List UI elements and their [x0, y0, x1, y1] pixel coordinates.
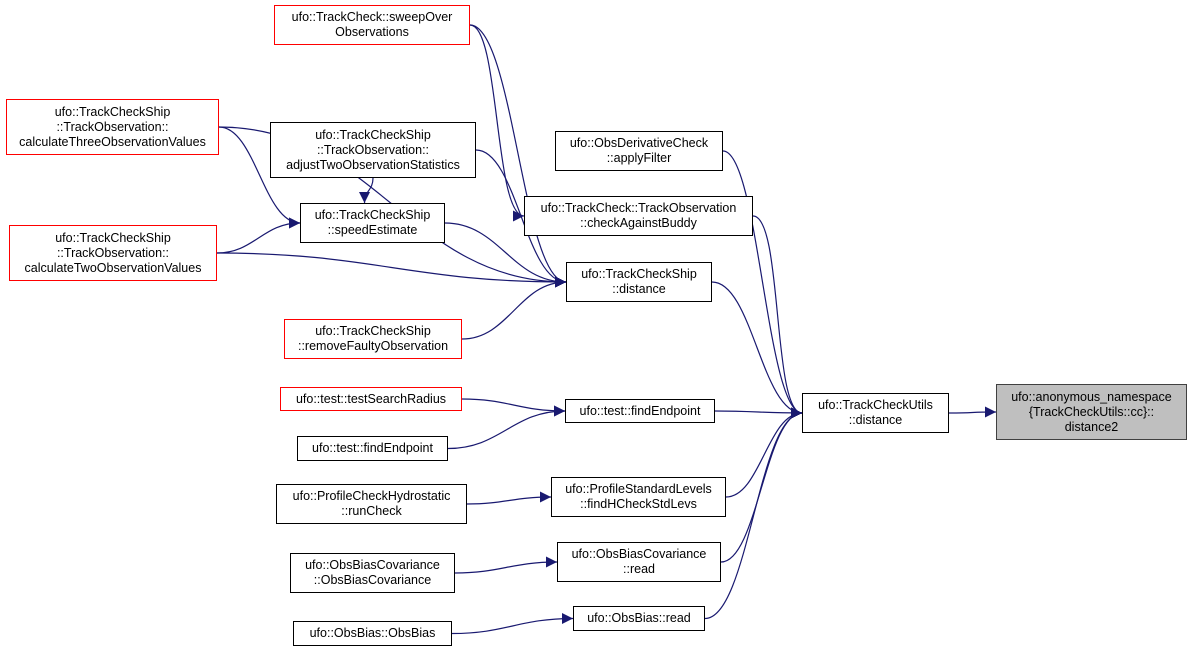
call-edge-tcu_distance-to-distance2 — [948, 406, 997, 418]
node-label-line: calculateThreeObservationValues — [19, 134, 206, 149]
node-calculate-three-observation-values[interactable]: ufo::TrackCheckShip ::TrackObservation::… — [6, 99, 219, 155]
call-edge-calc_two-to-speed_est — [216, 217, 301, 254]
call-edge-calc_two-to-tcs_distance — [216, 252, 567, 288]
node-label-line: ::distance — [612, 282, 666, 296]
node-label-line: ::ObsBiasCovariance — [313, 573, 432, 587]
node-label-line: ::checkAgainstBuddy — [580, 216, 697, 230]
call-edge-adjust_two-to-speed_est — [359, 177, 374, 204]
node-trackcheckship-distance[interactable]: ufo::TrackCheckShip ::distance — [566, 262, 712, 302]
node-label-line: ::TrackObservation:: — [56, 245, 170, 260]
node-speed-estimate[interactable]: ufo::TrackCheckShip ::speedEstimate — [300, 203, 445, 243]
node-label-line: ufo::TrackCheckShip — [581, 267, 697, 281]
node-obs-derivative-check-apply-filter[interactable]: ufo::ObsDerivativeCheck ::applyFilter — [555, 131, 723, 171]
node-obs-bias-read[interactable]: ufo::ObsBias::read — [573, 606, 705, 631]
call-edge-sweep_over-to-check_buddy — [469, 24, 525, 222]
node-label-line: ::findHCheckStdLevs — [580, 497, 697, 511]
node-trackcheckutils-distance[interactable]: ufo::TrackCheckUtils ::distance — [802, 393, 949, 433]
call-edge-prof_hydro-to-prof_std — [466, 491, 552, 505]
node-check-against-buddy[interactable]: ufo::TrackCheck::TrackObservation ::chec… — [524, 196, 753, 236]
node-label-line: ufo::TrackCheck::TrackObservation — [540, 201, 737, 215]
node-label-line: ufo::ObsDerivativeCheck — [569, 136, 709, 150]
node-label-line: ufo::ProfileStandardLevels — [565, 482, 712, 496]
call-edge-check_buddy-to-tcu_distance — [752, 215, 803, 419]
call-edge-prof_std-to-tcu_distance — [725, 407, 803, 498]
node-label-line: ::TrackObservation:: — [316, 142, 430, 157]
node-label-line: adjustTwoObservationStatistics — [286, 157, 460, 172]
call-edge-tcs_distance-to-tcu_distance — [711, 281, 803, 419]
node-label-line: ::applyFilter — [606, 151, 672, 165]
node-label-line: ::TrackObservation:: — [56, 119, 169, 134]
node-label-line: ufo::test::testSearchRadius — [295, 391, 447, 406]
node-label-line: ufo::TrackCheckShip — [314, 208, 431, 222]
node-obs-bias-ctor[interactable]: ufo::ObsBias::ObsBias — [293, 621, 452, 646]
node-label-line: ufo::TrackCheckUtils — [818, 398, 933, 412]
call-edge-adjust_two-to-tcs_distance — [475, 149, 567, 288]
call-edge-find_endpoint_left-to-find_endpoint_mid — [447, 405, 566, 450]
node-label-line: ::distance — [848, 413, 903, 427]
node-find-hcheck-std-levs[interactable]: ufo::ProfileStandardLevels ::findHCheckS… — [551, 477, 726, 517]
node-label-line: distance2 — [1064, 419, 1119, 434]
node-obs-bias-covariance-ctor[interactable]: ufo::ObsBiasCovariance ::ObsBiasCovarian… — [290, 553, 455, 593]
node-test-search-radius[interactable]: ufo::test::testSearchRadius — [280, 387, 462, 411]
node-label-line: ufo::ProfileCheckHydrostatic — [292, 489, 451, 503]
call-edge-obs_deriv-to-tcu_distance — [722, 150, 803, 419]
node-find-endpoint-left[interactable]: ufo::test::findEndpoint — [297, 436, 448, 461]
node-label-line: ::removeFaultyObservation — [297, 339, 449, 353]
node-label-line: {TrackCheckUtils::cc}:: — [1028, 404, 1155, 419]
call-edge-obs_bias_read-to-tcu_distance — [704, 407, 803, 620]
node-label-line: Observations — [335, 25, 409, 39]
call-edge-speed_est-to-tcs_distance — [444, 222, 567, 288]
node-label-line: ufo::TrackCheckShip — [54, 104, 171, 119]
node-obs-bias-covariance-read[interactable]: ufo::ObsBiasCovariance ::read — [557, 542, 721, 582]
call-edge-calc_three-to-speed_est — [218, 126, 301, 229]
node-label-line: ufo::TrackCheckShip — [315, 324, 431, 338]
node-label-line: ufo::test::findEndpoint — [312, 441, 433, 455]
node-label-line: ::speedEstimate — [327, 223, 418, 237]
node-label-line: ufo::ObsBiasCovariance — [571, 547, 707, 561]
node-label-line: ufo::anonymous_namespace — [1011, 389, 1172, 404]
call-edge-obs_bias_cov_ctor-to-obs_bias_cov_read — [454, 556, 558, 574]
node-label-line: ufo::TrackCheckShip — [55, 230, 171, 245]
call-edge-sweep_over-to-tcs_distance — [469, 24, 567, 288]
node-calculate-two-observation-values[interactable]: ufo::TrackCheckShip ::TrackObservation::… — [9, 225, 217, 281]
node-label-line: ufo::test::findEndpoint — [579, 403, 701, 418]
node-label-line: ufo::TrackCheckShip — [315, 127, 431, 142]
node-find-endpoint-middle[interactable]: ufo::test::findEndpoint — [565, 399, 715, 423]
node-sweep-over-observations[interactable]: ufo::TrackCheck::sweepOver Observations — [274, 5, 470, 45]
call-edge-remove_faulty-to-tcs_distance — [461, 276, 567, 340]
node-label-line: ufo::ObsBiasCovariance — [305, 558, 440, 572]
call-edge-obs_bias_ctor-to-obs_bias_read — [451, 613, 574, 635]
node-remove-faulty-observation[interactable]: ufo::TrackCheckShip ::removeFaultyObserv… — [284, 319, 462, 359]
node-profile-check-hydrostatic-run-check[interactable]: ufo::ProfileCheckHydrostatic ::runCheck — [276, 484, 467, 524]
node-label-line: ::read — [623, 562, 655, 576]
call-edge-find_endpoint_mid-to-tcu_distance — [714, 407, 803, 419]
node-label-line: ufo::ObsBias::ObsBias — [309, 626, 436, 640]
node-distance2: ufo::anonymous_namespace {TrackCheckUtil… — [996, 384, 1187, 440]
node-label-line: ::runCheck — [341, 504, 402, 518]
node-label-line: calculateTwoObservationValues — [24, 260, 202, 275]
node-label-line: ufo::ObsBias::read — [587, 611, 691, 625]
node-adjust-two-observation-statistics[interactable]: ufo::TrackCheckShip ::TrackObservation::… — [270, 122, 476, 178]
call-edge-test_search-to-find_endpoint_mid — [461, 398, 566, 417]
node-label-line: ufo::TrackCheck::sweepOver — [291, 10, 453, 24]
